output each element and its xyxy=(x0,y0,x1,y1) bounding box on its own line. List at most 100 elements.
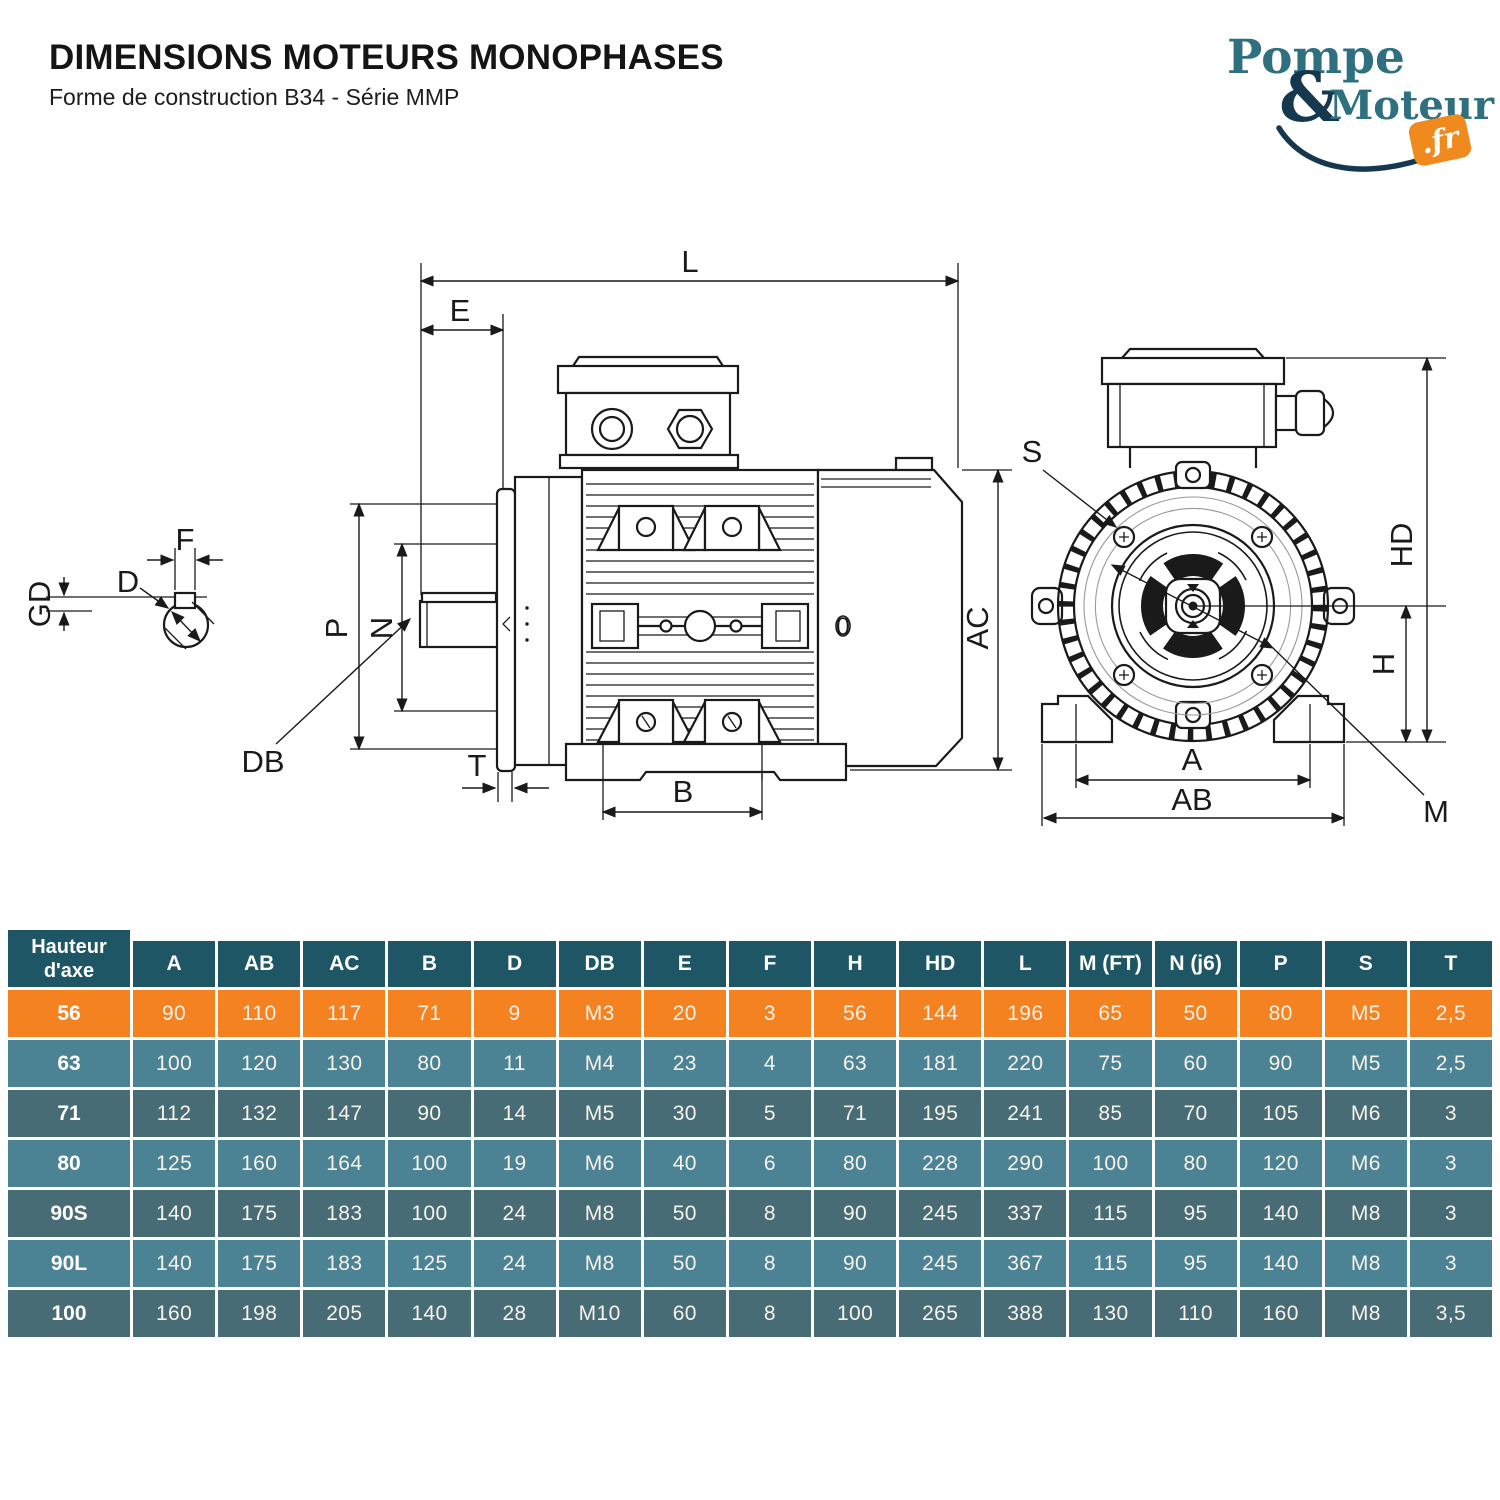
table-cell: M6 xyxy=(558,1140,641,1187)
table-cell: 90 xyxy=(133,990,216,1037)
table-cell: 3 xyxy=(1409,1190,1492,1237)
column-header-HD: HD xyxy=(899,941,982,987)
table-cell: 8 xyxy=(728,1190,811,1237)
side-view-drawing: L E P N AC DB T B 0 xyxy=(241,244,1012,820)
dim-label-DB: DB xyxy=(241,744,284,779)
table-cell: 117 xyxy=(303,990,386,1037)
row-label-80: 80 xyxy=(8,1140,130,1187)
motor-shaft xyxy=(418,591,500,649)
table-cell: 290 xyxy=(984,1140,1067,1187)
table-cell: 100 xyxy=(814,1290,897,1337)
table-cell: 5 xyxy=(728,1090,811,1137)
dim-label-H: H xyxy=(1366,653,1401,675)
table-cell: 175 xyxy=(218,1240,301,1287)
row-label-63: 63 xyxy=(8,1040,130,1087)
table-cell: 241 xyxy=(984,1090,1067,1137)
cable-entry-hole xyxy=(590,407,634,451)
dim-label-GD: GD xyxy=(22,581,57,628)
table-cell: 195 xyxy=(899,1090,982,1137)
table-cell: M8 xyxy=(558,1190,641,1237)
table-cell: 24 xyxy=(473,1190,556,1237)
motor-feet-side xyxy=(564,742,848,782)
motor-feet-front xyxy=(1040,694,1346,744)
table-cell: 130 xyxy=(303,1040,386,1087)
table-cell: 90 xyxy=(814,1190,897,1237)
dim-label-HD: HD xyxy=(1384,523,1419,568)
table-cell: 198 xyxy=(218,1290,301,1337)
column-header-DB: DB xyxy=(558,941,641,987)
table-cell: 14 xyxy=(473,1090,556,1137)
table-cell: 85 xyxy=(1069,1090,1152,1137)
row-label-56: 56 xyxy=(8,990,130,1037)
column-header-H: H xyxy=(814,941,897,987)
table-cell: 110 xyxy=(218,990,301,1037)
table-cell: 140 xyxy=(1239,1240,1322,1287)
logo-ampersand: & xyxy=(1279,58,1341,138)
flange-b14 xyxy=(495,475,584,773)
column-header-N-j6-: N (j6) xyxy=(1154,941,1237,987)
table-cell: 50 xyxy=(643,1190,726,1237)
table-cell: 228 xyxy=(899,1140,982,1187)
row-label-71: 71 xyxy=(8,1090,130,1137)
table-cell: 160 xyxy=(1239,1290,1322,1337)
dim-label-A: A xyxy=(1182,742,1203,777)
table-cell: 3,5 xyxy=(1409,1290,1492,1337)
rear-housing xyxy=(816,456,964,768)
table-cell: M10 xyxy=(558,1290,641,1337)
table-cell: 8 xyxy=(728,1240,811,1287)
table-cell: 2,5 xyxy=(1409,990,1492,1037)
table-cell: 4 xyxy=(728,1040,811,1087)
table-cell: 125 xyxy=(388,1240,471,1287)
doc-header: DIMENSIONS MOTEURS MONOPHASES Forme de c… xyxy=(49,38,724,111)
column-header-S: S xyxy=(1324,941,1407,987)
logo-word-pompe: Pompe xyxy=(1227,30,1405,85)
cable-gland-nut xyxy=(666,408,714,450)
table-cell: M8 xyxy=(558,1240,641,1287)
zero-mark: 0 xyxy=(836,613,850,641)
column-header-D: D xyxy=(473,941,556,987)
table-cell: M4 xyxy=(558,1040,641,1087)
table-cell: 337 xyxy=(984,1190,1067,1237)
row-label-100: 100 xyxy=(8,1290,130,1337)
front-view-drawing: S HD H A AB M xyxy=(1022,347,1449,829)
table-cell: M3 xyxy=(558,990,641,1037)
technical-drawing: L E P N AC DB T B 0 F D GD xyxy=(22,244,1449,829)
dim-label-L: L xyxy=(681,244,698,279)
table-cell: 183 xyxy=(303,1190,386,1237)
table-cell: 140 xyxy=(133,1190,216,1237)
table-cell: 50 xyxy=(643,1240,726,1287)
table-cell: 2,5 xyxy=(1409,1040,1492,1087)
table-cell: 95 xyxy=(1154,1240,1237,1287)
table-cell: 60 xyxy=(1154,1040,1237,1087)
row-label-90S: 90S xyxy=(8,1190,130,1237)
table-cell: 110 xyxy=(1154,1290,1237,1337)
table-cell: 120 xyxy=(1239,1140,1322,1187)
table-cell: 175 xyxy=(218,1190,301,1237)
column-header-E: E xyxy=(643,941,726,987)
table-cell: 144 xyxy=(899,990,982,1037)
table-cell: 95 xyxy=(1154,1190,1237,1237)
table-cell: 183 xyxy=(303,1240,386,1287)
column-header-T: T xyxy=(1409,941,1492,987)
table-cell: 388 xyxy=(984,1290,1067,1337)
dim-label-E: E xyxy=(450,293,471,328)
brand-logo: Pompe & Moteur .fr xyxy=(1205,28,1494,178)
column-header-B: B xyxy=(388,941,471,987)
table-cell: 71 xyxy=(388,990,471,1037)
table-cell: 140 xyxy=(133,1240,216,1287)
table-cell: M5 xyxy=(1324,1040,1407,1087)
table-cell: 164 xyxy=(303,1140,386,1187)
table-cell: 120 xyxy=(218,1040,301,1087)
terminal-box-side xyxy=(556,355,740,470)
table-cell: 220 xyxy=(984,1040,1067,1087)
table-cell: M5 xyxy=(558,1090,641,1137)
table-cell: 125 xyxy=(133,1140,216,1187)
page-title: DIMENSIONS MOTEURS MONOPHASES xyxy=(49,38,724,77)
shaft-section-drawing: F D GD xyxy=(22,522,223,650)
table-cell: 160 xyxy=(218,1140,301,1187)
table-cell: M6 xyxy=(1324,1140,1407,1187)
table-cell: 115 xyxy=(1069,1240,1152,1287)
dim-label-T: T xyxy=(468,748,487,783)
table-cell: 50 xyxy=(1154,990,1237,1037)
